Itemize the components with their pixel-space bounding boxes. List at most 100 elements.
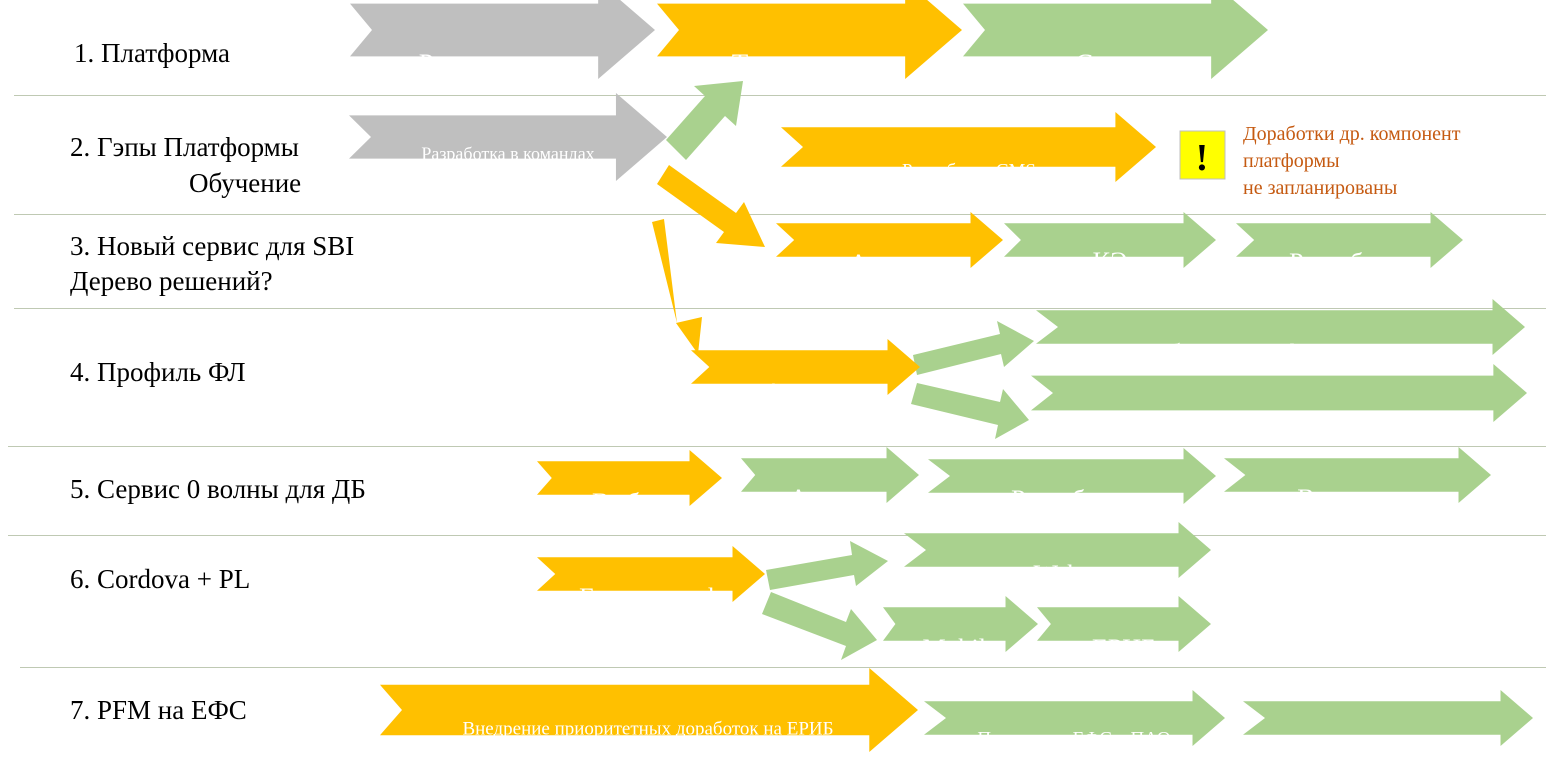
stage-arrow-web: Web: [904, 522, 1211, 589]
row-separator: [14, 308, 1546, 309]
connector-arrow: [911, 383, 1029, 439]
warning-box: [1179, 130, 1226, 180]
warning-symbol: !: [1196, 137, 1209, 179]
stage-label: Анализ: [789, 484, 871, 513]
stage-arrow-shape: [1243, 690, 1533, 746]
stage-arrow-move-efs: Переход на ЕФС в ПАО: [924, 690, 1225, 750]
row-number: 1.: [74, 38, 95, 68]
warning-text-line-1: Доработки др. компонент: [1243, 123, 1461, 145]
stage-arrow-shape: [741, 447, 919, 503]
stage-label: Внедрение: [1297, 484, 1417, 513]
connector-arrow: [666, 81, 743, 160]
row-label-wave0-service: 5. Сервис 0 волны для ДБ: [70, 476, 366, 503]
stage-arrow-shape: [963, 0, 1268, 79]
stage-arrow-shape: [928, 448, 1216, 504]
stage-arrow-mobile: Mobile: [883, 596, 1038, 663]
row-number: 2.: [70, 132, 91, 162]
stage-arrow-impl-priority: Внедрение приоритетных доработок на ЕРИБ…: [380, 668, 918, 762]
stage-arrow-session: Сессия: [963, 0, 1268, 79]
stage-arrow-profile-kz: Доработка Ветка ПрофильФЛ KZ: [1031, 364, 1527, 437]
stage-arrow-shape: [537, 546, 765, 602]
stage-arrow-dev-5: Разработка: [928, 448, 1216, 514]
row-subtitle-decision-tree: Дерево решений?: [70, 266, 273, 296]
stage-arrow-shape: [349, 93, 667, 181]
stage-arrow-shape: [924, 690, 1225, 746]
row-number: 3.: [70, 231, 91, 261]
stage-arrow-shape: [1036, 299, 1525, 355]
stage-arrow-dev-3: Разработка: [1236, 212, 1463, 277]
row-title: Сервис 0 волны для ДБ: [97, 474, 366, 504]
row-label-pfm: 7. PFM на ЕФС: [70, 697, 247, 724]
stage-arrow-shape: [380, 668, 918, 752]
row-title: Cordova + PL: [97, 564, 251, 594]
row-title: Новый сервис для SBI: [97, 231, 355, 261]
stage-arrow-analysis-4: Анализ: [691, 339, 920, 407]
stage-arrow-dev-teams: Разработка в командах ЕФС: [349, 93, 667, 184]
row-subtitle-training: Обучение: [189, 168, 302, 198]
stage-label: Web: [1034, 560, 1081, 589]
stage-arrow-impl-5: Внедрение: [1224, 447, 1491, 513]
warning-text-line-2: платформы: [1243, 150, 1340, 172]
row-label-platform-gaps: 2. Гэпы Платформы: [70, 134, 299, 161]
connector-arrow: [766, 541, 888, 590]
connector-arrow: [657, 165, 765, 247]
stage-arrow-shape: [1031, 364, 1527, 422]
row-separator: [8, 446, 1546, 447]
stage-label: Анализ: [764, 378, 846, 407]
row-label-profile-fl: 4. Профиль ФЛ: [70, 359, 246, 386]
stage-label: ЕРИБ: [1092, 634, 1156, 663]
row-title: Гэпы Платформы: [97, 132, 299, 162]
row-title: Профиль ФЛ: [97, 357, 246, 387]
stage-arrow-deploy: Развертывание: [350, 0, 655, 79]
stage-arrow-cms: Разработка CMS: [781, 112, 1156, 182]
stage-arrow-ke: КЭ: [1004, 212, 1216, 276]
connector-arrow: [652, 219, 702, 354]
row-title: Платформа: [101, 38, 231, 68]
stage-arrow-test: Тестирование: [657, 0, 962, 79]
stage-arrow-profile-pao: Доработка Профиль ФЛ ПАО: [1036, 299, 1525, 368]
exclamation-icon: !: [1179, 130, 1226, 180]
stage-arrow-erib: ЕРИБ: [1037, 596, 1211, 663]
stage-arrow-shape: [1004, 212, 1216, 268]
stage-label: Разработка в командах: [421, 143, 594, 163]
row-number: 5.: [70, 474, 91, 504]
stage-label: ЕФС: [489, 164, 526, 184]
stage-arrow-shape: [904, 522, 1211, 578]
stage-arrow-shape: [776, 212, 1003, 268]
row-separator: [8, 535, 1546, 536]
stage-arrow-shape: [781, 112, 1156, 182]
row-separator: [14, 214, 1546, 215]
stage-label: Внедрение приоритетных доработок на ЕРИБ: [462, 719, 833, 740]
stage-arrow-analysis-5: Анализ: [741, 447, 919, 513]
row-title: PFM на ЕФС: [97, 695, 247, 725]
stage-label: Разработка: [1011, 485, 1133, 514]
stage-arrow-shape: [350, 0, 655, 79]
connector-arrow: [762, 592, 877, 660]
stage-arrow-analysis-3: Анализ: [776, 212, 1003, 278]
stage-arrow-adapt-db: Адаптация под ДБ: [1243, 690, 1533, 753]
stage-label: Адаптация под ДБ: [1312, 732, 1462, 753]
stage-arrow-shape: [1236, 212, 1463, 268]
stage-arrow-choice: Выбор: [537, 450, 722, 517]
stage-label: Тестирование: [732, 48, 891, 78]
row-number: 7.: [70, 695, 91, 725]
row-label-platform: 1. Платформа: [74, 40, 230, 67]
stage-label: ПАО: [628, 741, 668, 762]
stage-label: Front + mock: [579, 583, 721, 612]
stage-arrow-shape: [1224, 447, 1491, 503]
stage-label: КЭ: [1093, 247, 1128, 276]
stage-label: Выбор: [592, 488, 666, 517]
connector-arrow: [913, 321, 1034, 375]
stage-arrow-shape: [691, 339, 920, 395]
stage-arrow-shape: [537, 450, 722, 506]
stage-arrow-front-mock: Front + mock: [537, 546, 765, 612]
row-label-cordova: 6. Cordova + PL: [70, 566, 250, 593]
stage-label: Разработка CMS: [902, 161, 1036, 182]
row-number: 4.: [70, 357, 91, 387]
stage-label: Доработка Ветка ПрофильФЛ KZ: [1087, 407, 1472, 437]
stage-arrow-shape: [883, 596, 1038, 652]
stage-label: Анализ: [849, 249, 931, 278]
stage-arrow-shape: [657, 0, 962, 79]
